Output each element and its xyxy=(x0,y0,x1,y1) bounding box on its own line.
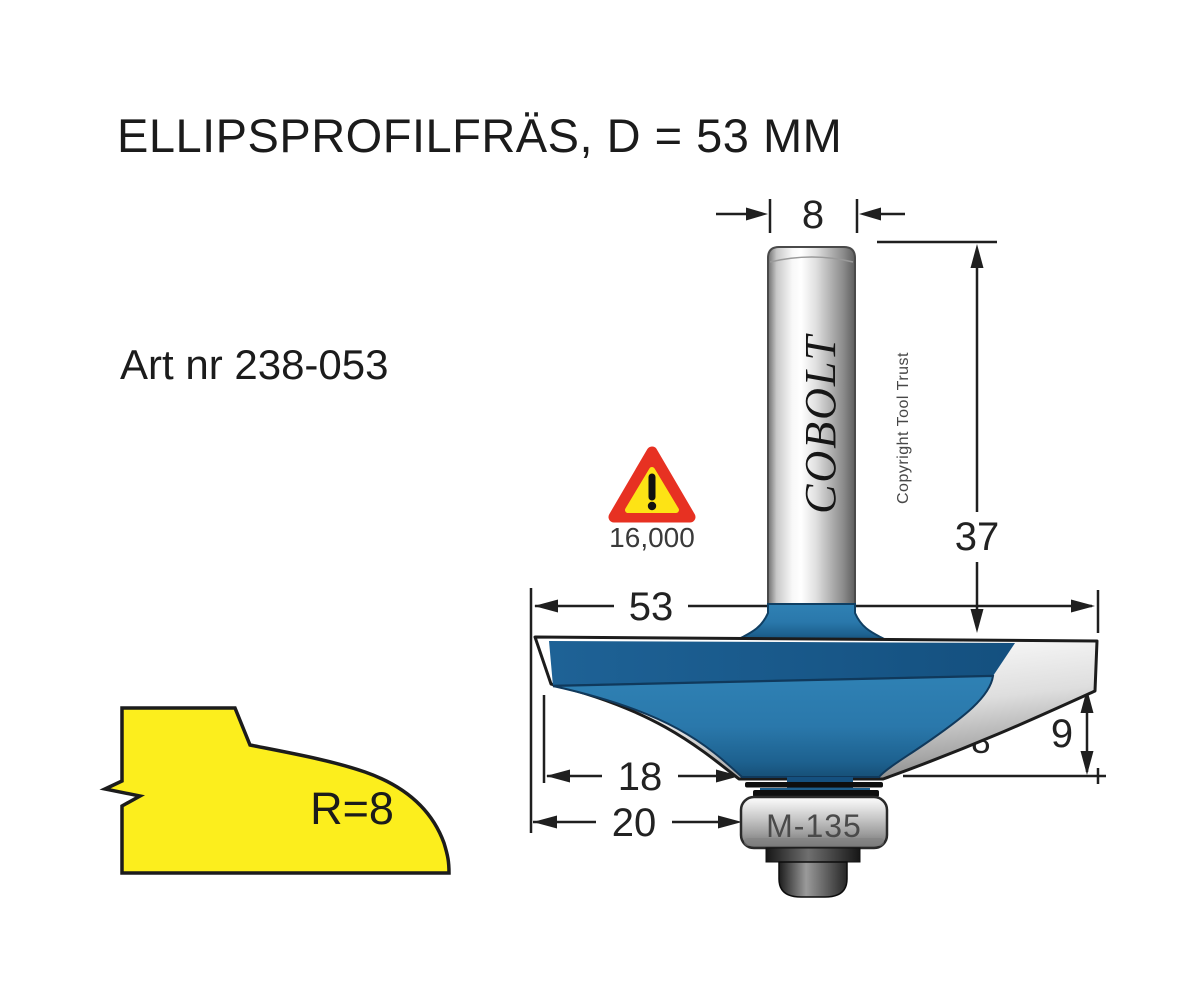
guide-bearing: M-135 xyxy=(739,795,889,850)
brand-name: COBOLT xyxy=(796,333,845,514)
shank-diameter-value: 8 xyxy=(802,193,824,237)
cutter-diameter-value: 53 xyxy=(629,585,674,629)
max-rpm-warning: 16,000 xyxy=(608,446,696,553)
cutter-top-band xyxy=(549,641,1015,686)
bearing-label: M-135 xyxy=(766,808,862,844)
dimension-shank-length: 37 xyxy=(877,240,1000,633)
retaining-nut xyxy=(778,861,848,898)
cut-height-value: 9 xyxy=(1051,712,1073,756)
profile-sample-shape: R=8 xyxy=(99,706,451,875)
page-title: ELLIPSPROFILFRÄS, D = 53 MM xyxy=(117,109,842,162)
router-bit: COBOLT M-135 xyxy=(533,246,1099,898)
max-rpm-value: 16,000 xyxy=(609,522,695,553)
washer-stack xyxy=(745,777,883,798)
profile-radius-label: R=8 xyxy=(310,783,394,834)
shank-length-value: 37 xyxy=(955,515,1000,559)
copyright-notice: Copyright Tool Trust xyxy=(895,352,912,504)
dimension-cut-height: 9 xyxy=(903,689,1106,784)
dimension-cutter-diameter: 53 xyxy=(529,585,1100,833)
article-number: Art nr 238-053 xyxy=(120,341,389,388)
dimension-total-reach: 20 xyxy=(533,801,742,845)
total-reach-value: 20 xyxy=(612,801,657,845)
dimension-cut-length: 18 xyxy=(542,695,740,799)
dimension-shank-diameter: 8 xyxy=(716,193,905,237)
warning-triangle-icon xyxy=(608,446,696,523)
router-bit-neck xyxy=(736,603,887,641)
cut-length-value: 18 xyxy=(618,755,663,799)
bearing-step xyxy=(765,847,861,863)
cutter-body xyxy=(552,674,995,778)
